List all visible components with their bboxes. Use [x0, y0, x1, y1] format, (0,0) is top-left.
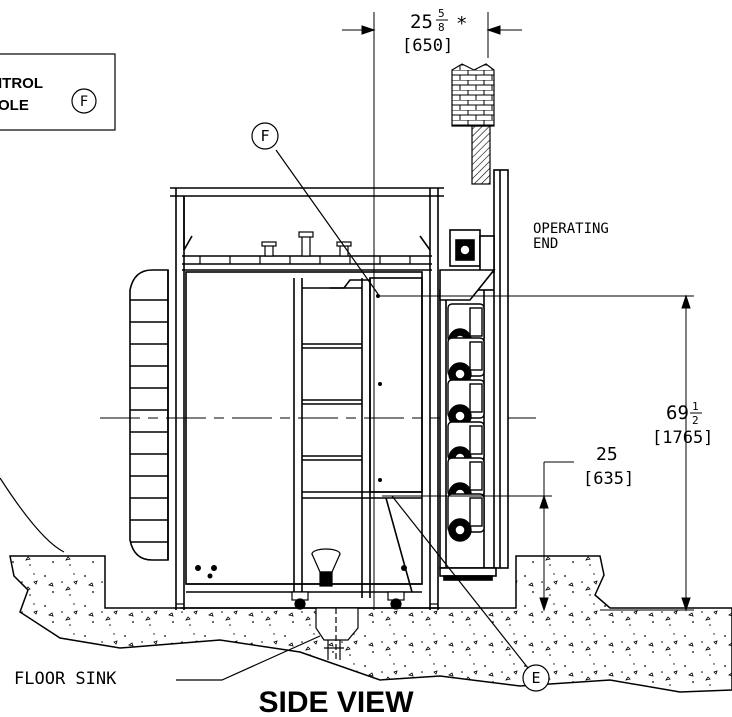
callout-box-line1: ITROL: [0, 75, 43, 92]
unit-frame: [170, 187, 444, 610]
floor-sink: [315, 607, 359, 660]
drain-height-value: 25: [596, 444, 618, 465]
callout-e-label: E: [531, 669, 540, 687]
top-width-dimension: [342, 12, 522, 610]
hatched-wall-section: [471, 125, 491, 185]
left-leader-line: [0, 477, 65, 553]
top-rail-fittings: [199, 231, 411, 264]
brick-wall: [451, 63, 495, 127]
callout-f-leader: F: [251, 122, 379, 295]
burner-units: [447, 303, 485, 542]
callout-box-line2: OLE: [0, 97, 29, 114]
overall-height-whole: 69: [666, 402, 689, 424]
view-title: SIDE VIEW: [258, 686, 414, 717]
drain-height-dimension: [382, 461, 574, 612]
top-width-frac-den: 8: [438, 21, 445, 34]
overall-height-metric: [1765]: [652, 428, 713, 448]
callout-e-leader: E: [391, 495, 550, 692]
top-width-whole: 25: [410, 11, 433, 33]
top-width-mark: *: [456, 13, 467, 35]
overall-height-label: 69 1 2 [1765]: [652, 400, 713, 448]
callout-box-tag: F: [80, 94, 88, 110]
overall-height-frac-den: 2: [692, 414, 699, 427]
overall-height-dimension: [380, 294, 694, 612]
floor-sink-leader: [176, 635, 321, 681]
floor-slab: [9, 555, 732, 693]
control-panel-callout: ITROL OLE F: [0, 53, 116, 131]
casters: [176, 591, 438, 610]
operating-end-line1: OPERATING: [533, 221, 609, 237]
callout-f-label: F: [260, 127, 269, 145]
drain-height-metric: [635]: [583, 469, 634, 489]
callout-box-tag-circle: [71, 88, 97, 114]
left-side-panel: [129, 269, 169, 561]
operating-end-line2: END: [533, 236, 558, 252]
callout-f-circle: [251, 122, 279, 150]
callout-e-circle: [522, 664, 550, 692]
drain-funnel: [311, 548, 341, 587]
top-width-metric: [650]: [402, 36, 453, 56]
door-fasteners: [195, 294, 407, 579]
floor-sink-label: FLOOR SINK: [14, 669, 117, 689]
top-width-frac-num: 5: [438, 7, 445, 20]
top-width-label: 25 5 8 * [650]: [402, 7, 467, 56]
overall-height-frac-num: 1: [692, 400, 699, 413]
